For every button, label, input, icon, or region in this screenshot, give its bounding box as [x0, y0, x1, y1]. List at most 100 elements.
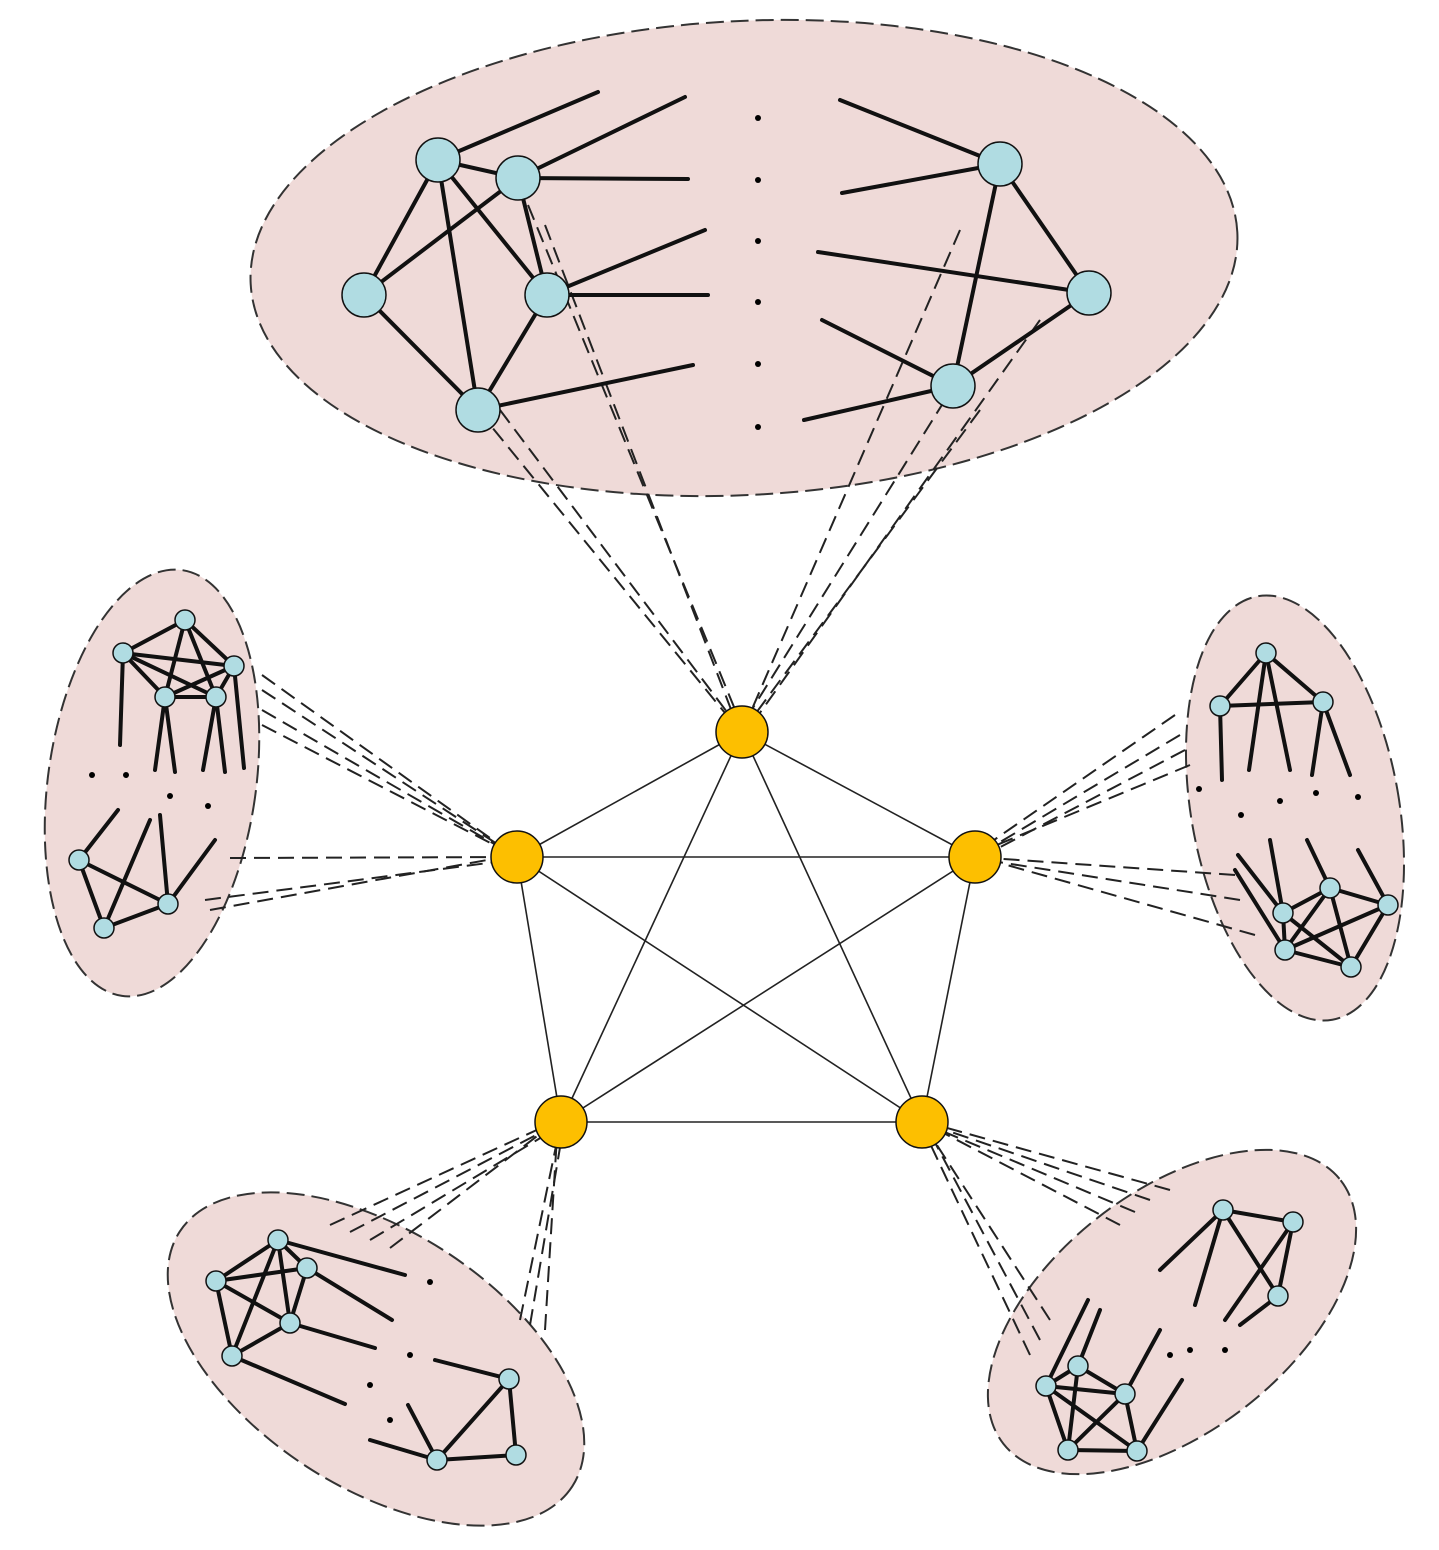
cluster-left-partial-edge [201, 695, 218, 772]
cluster-bottom-left-node [279, 1312, 301, 1334]
cluster-left-node [223, 655, 245, 677]
cluster-right-partial-edge [1264, 651, 1292, 772]
cluster-right-edge [1283, 886, 1332, 952]
cluster-bottom-right-partial-edge [1223, 1220, 1295, 1322]
cluster-bottom-left-edge [507, 1377, 518, 1457]
cluster-right-partial-edge [1236, 853, 1285, 915]
cluster-right-partial-edge [1310, 700, 1325, 777]
cluster-bottom-left-ellipse [166, 1191, 586, 1527]
cluster-top-partial-edge [840, 162, 1002, 195]
cluster-top-edge [362, 293, 480, 412]
cluster-right-ellipsis-dot [1313, 790, 1319, 796]
cluster-left-node [157, 893, 179, 915]
cluster-left-connection [229, 856, 518, 859]
cluster-bottom-left-node [498, 1368, 520, 1390]
hub-edge [560, 731, 743, 1123]
cluster-bottom-right-ellipsis-dot [1167, 1352, 1173, 1358]
hub-edge [741, 731, 923, 1123]
cluster-right-edge [1218, 651, 1268, 708]
cluster-top-node [930, 363, 976, 409]
cluster-left-node [68, 849, 90, 871]
cluster-bottom-right-node [1067, 1355, 1089, 1377]
cluster-bottom-right-connection [918, 1119, 1031, 1356]
cluster-top-ellipsis-dot [755, 177, 761, 183]
cluster-top-edge [436, 158, 480, 412]
hub-to-cluster-connections [204, 204, 1256, 1356]
cluster-bottom-right-ellipse [986, 1148, 1358, 1476]
cluster-bottom-left-node [267, 1229, 289, 1251]
cluster-right-partial-edge [1218, 704, 1224, 782]
cluster-top-partial-edge [802, 384, 955, 422]
cluster-bottom-left-ellipsis-dot [387, 1417, 393, 1423]
hub-edge [516, 856, 562, 1123]
cluster-left-connection [261, 674, 515, 857]
cluster-bottom-left-edge [230, 1321, 292, 1358]
cluster-bottom-right-node [1126, 1440, 1148, 1462]
cluster-bottom-left-partial-edge [288, 1321, 377, 1350]
cluster-top-edge [951, 291, 1091, 388]
cluster-left-ellipsis-dot [89, 772, 95, 778]
cluster-bottom-left-edge [214, 1279, 234, 1358]
cluster-left-edge [183, 618, 218, 699]
cluster-top-partial-edge [516, 95, 687, 180]
cluster-right-connection [977, 857, 1241, 901]
ellipsis-dots-layer [89, 115, 1361, 1423]
cluster-bottom-left-node [505, 1444, 527, 1466]
cluster-right-ellipsis-dot [1196, 786, 1202, 792]
cluster-bottom-left-edge [214, 1238, 280, 1283]
cluster-bottom-right-node [1057, 1439, 1079, 1461]
cluster-left-partial-edge [166, 838, 217, 906]
node-layer [68, 137, 1399, 1471]
cluster-bottom-right-connection [924, 1122, 1136, 1213]
cluster-left-ellipsis-dot [205, 803, 211, 809]
cluster-left-node [112, 642, 134, 664]
cluster-bottom-right-partial-edge [1135, 1378, 1184, 1453]
cluster-bottom-right-node [1282, 1211, 1304, 1233]
cluster-bottom-left-connection [329, 1119, 559, 1226]
cluster-bottom-right-connection [921, 1121, 1051, 1321]
hub-top-node [715, 705, 769, 759]
cluster-bottom-left-connection [369, 1122, 565, 1241]
cluster-top-partial-edge [820, 318, 955, 388]
cluster-left-edge [121, 651, 236, 668]
cluster-left-connection [261, 689, 518, 858]
cluster-right-edge [1283, 903, 1390, 952]
cluster-left-connection [209, 854, 515, 911]
cluster-bottom-right-partial-edge [1123, 1328, 1162, 1396]
cluster-top-partial-edge [545, 228, 707, 297]
cluster-right-partial-edge [1233, 868, 1287, 952]
cluster-top-ellipsis-dot [755, 361, 761, 367]
cluster-top-connection [738, 399, 946, 731]
cluster-bottom-right-connection [918, 1119, 1121, 1226]
cluster-bottom-right-edge [1066, 1364, 1080, 1452]
cluster-top-node [977, 141, 1023, 187]
cluster-right-ellipsis-dot [1238, 812, 1244, 818]
cluster-bottom-right-edge [1044, 1384, 1127, 1396]
cluster-bottom-left-edge [276, 1238, 292, 1325]
cluster-left-partial-edge [153, 695, 167, 772]
hub-edge [741, 731, 976, 858]
cluster-right-node [1340, 956, 1362, 978]
cluster-bottom-left-edge [435, 1453, 518, 1462]
cluster-bottom-left-ellipsis-dot [367, 1382, 373, 1388]
cluster-left-ellipsis-dot [167, 793, 173, 799]
cluster-bottom-left-node [221, 1345, 243, 1367]
hub-mesh-links [516, 731, 976, 1123]
cluster-left-edge [163, 664, 236, 699]
cluster-right-connection [974, 856, 1236, 876]
cluster-right-ellipsis-dot [1355, 794, 1361, 800]
cluster-bottom-left-connection [389, 1119, 559, 1249]
cluster-right-node [1255, 642, 1277, 664]
cluster-left-partial-edge [118, 651, 125, 747]
cluster-right-connection [971, 714, 1176, 857]
cluster-left-partial-edge [102, 818, 152, 930]
cluster-right-connection [971, 854, 1256, 936]
hub-right-node [948, 830, 1002, 884]
cluster-right-node [1209, 695, 1231, 717]
cluster-top-connection [741, 229, 961, 733]
cluster-bottom-left-edge [214, 1266, 309, 1283]
cluster-bottom-right-connection [921, 1121, 1151, 1201]
cluster-top-ellipsis-dot [755, 238, 761, 244]
cluster-top-edge [998, 162, 1091, 295]
cluster-top-connection [544, 224, 740, 731]
